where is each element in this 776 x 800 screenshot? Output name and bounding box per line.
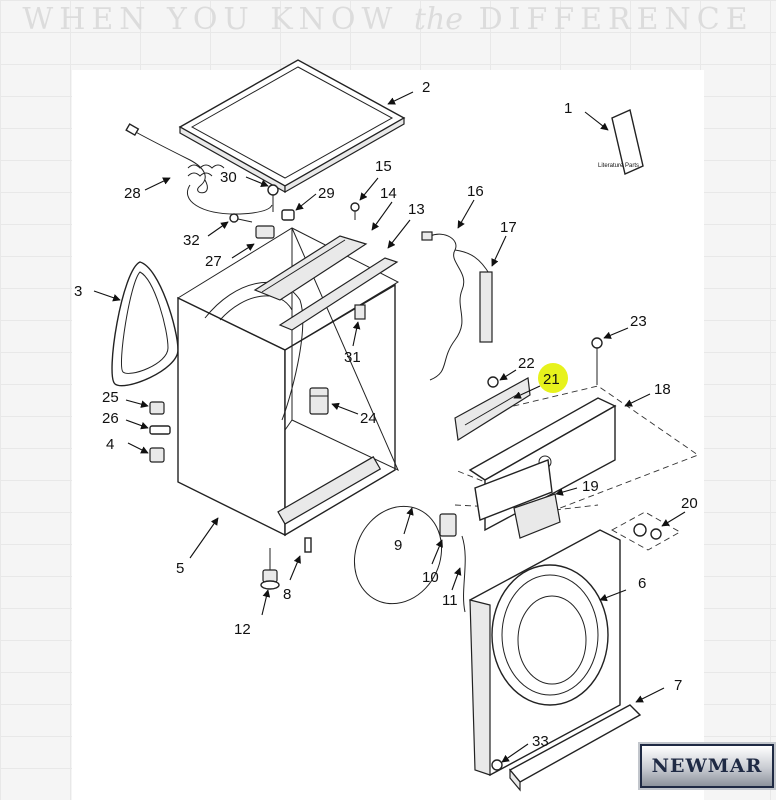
callout-13[interactable]: 13	[408, 201, 425, 218]
newmar-logo-text: NEWMAR	[651, 755, 763, 777]
part-10-door-lock[interactable]	[439, 513, 457, 537]
callout-21[interactable]: 21	[543, 371, 560, 388]
callout-3[interactable]: 3	[74, 283, 82, 300]
callout-18[interactable]: 18	[654, 381, 671, 398]
callout-23[interactable]: 23	[630, 313, 647, 330]
part-25-valve[interactable]	[149, 401, 165, 415]
part-8-screw[interactable]	[304, 537, 312, 553]
part-23-screw[interactable]	[591, 337, 603, 385]
part-21-control-board[interactable]	[454, 377, 531, 442]
callout-11[interactable]: 11	[442, 592, 458, 609]
callout-4[interactable]: 4	[106, 436, 114, 453]
tagline-end: DIFFERENCE	[478, 2, 754, 37]
part-2-top-panel[interactable]	[178, 59, 406, 194]
literature-label: Literature Parts	[598, 163, 639, 169]
callout-32[interactable]: 32	[183, 232, 200, 249]
part-16-wire-harness[interactable]	[421, 231, 491, 381]
part-20-knobs[interactable]	[611, 511, 681, 551]
callout-22[interactable]: 22	[518, 355, 535, 372]
callout-12[interactable]: 12	[234, 621, 251, 638]
part-11-wire[interactable]	[461, 535, 466, 613]
callout-10[interactable]: 10	[422, 569, 439, 586]
tagline-start: WHEN YOU KNOW	[22, 2, 399, 37]
part-29-clip[interactable]	[281, 209, 295, 221]
part-22-screw[interactable]	[487, 376, 499, 388]
highlight-marker	[538, 363, 568, 393]
part-1-literature[interactable]: Literature Parts	[598, 109, 644, 175]
part-3-gasket[interactable]	[111, 261, 179, 387]
callout-25[interactable]: 25	[102, 389, 119, 406]
callout-1[interactable]: 1	[564, 100, 572, 117]
callout-19[interactable]: 19	[582, 478, 599, 495]
part-19-dispenser[interactable]	[474, 459, 561, 539]
part-15-screw[interactable]	[350, 202, 360, 220]
callout-2[interactable]: 2	[422, 79, 430, 96]
part-30-screw[interactable]	[267, 184, 279, 212]
part-17-switch[interactable]	[479, 271, 493, 343]
part-4-valve[interactable]	[149, 447, 165, 463]
part-27-connector[interactable]	[255, 225, 275, 239]
part-12-leveling-foot[interactable]	[260, 548, 280, 590]
leader-lines	[93, 91, 686, 763]
callout-27[interactable]: 27	[205, 253, 222, 270]
callout-29[interactable]: 29	[318, 185, 335, 202]
part-7-kick-plate[interactable]	[508, 704, 642, 792]
part-28-power-cord[interactable]	[125, 123, 273, 215]
callout-numbers: 2 1 3 4 5 6 7 8 9 10 11 12 13 14 15 16 1…	[74, 79, 698, 750]
callout-17[interactable]: 17	[500, 219, 517, 236]
callout-7[interactable]: 7	[674, 677, 682, 694]
callout-31[interactable]: 31	[344, 349, 361, 366]
tagline-the: the	[413, 2, 464, 37]
callout-26[interactable]: 26	[102, 410, 119, 427]
callout-6[interactable]: 6	[638, 575, 646, 592]
callout-8[interactable]: 8	[283, 586, 291, 603]
callout-5[interactable]: 5	[176, 560, 184, 577]
callout-15[interactable]: 15	[375, 158, 392, 175]
callout-33[interactable]: 33	[532, 733, 549, 750]
newmar-logo: NEWMAR	[640, 744, 774, 788]
callout-28[interactable]: 28	[124, 185, 141, 202]
callout-24[interactable]: 24	[360, 410, 377, 427]
part-32-screw[interactable]	[229, 213, 253, 223]
part-24-pump[interactable]	[309, 387, 329, 415]
part-9-clamp-ring[interactable]	[339, 492, 457, 618]
part-5-cabinet[interactable]	[176, 227, 400, 537]
part-31-bracket[interactable]	[354, 304, 366, 320]
callout-30[interactable]: 30	[220, 169, 237, 186]
part-13-rail[interactable]	[278, 257, 399, 331]
part-33-screw[interactable]	[491, 759, 503, 771]
part-6-front-panel[interactable]	[469, 529, 621, 777]
callout-14[interactable]: 14	[380, 185, 397, 202]
callout-20[interactable]: 20	[681, 495, 698, 512]
part-26-fitting[interactable]	[149, 425, 171, 435]
callout-16[interactable]: 16	[467, 183, 484, 200]
tagline: WHEN YOU KNOW the DIFFERENCE	[0, 2, 776, 37]
callout-9[interactable]: 9	[394, 537, 402, 554]
part-14-rail[interactable]	[253, 235, 368, 301]
